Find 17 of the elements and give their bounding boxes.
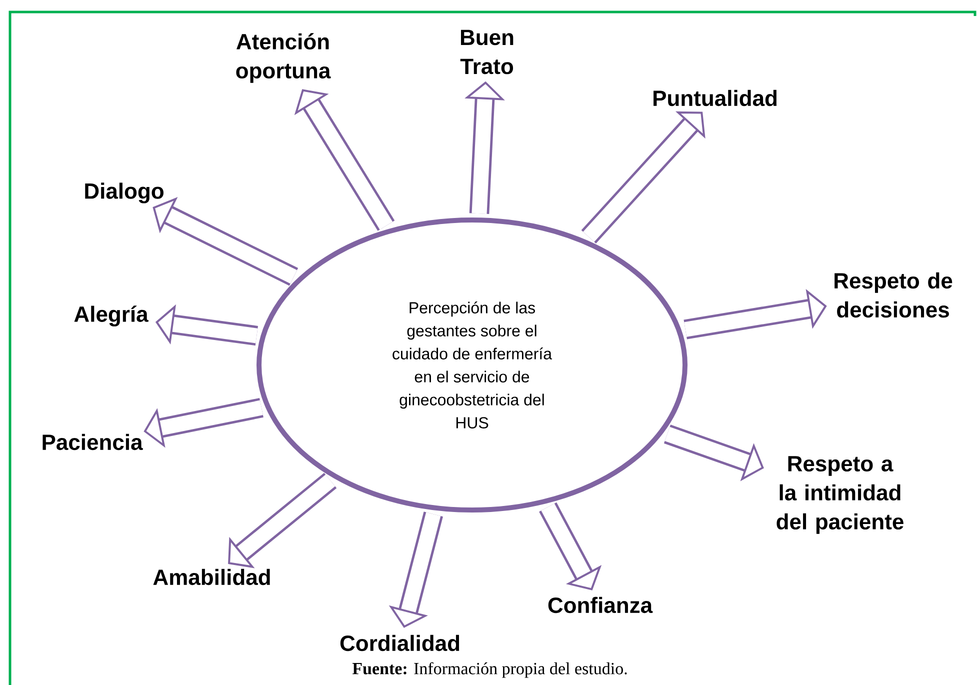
category-label: Atención oportuna (236, 33, 331, 83)
category-label: Respeto a la intimidad del paciente (776, 456, 904, 534)
category-label: Puntualidad (654, 90, 777, 106)
block-arrow (581, 111, 706, 244)
category-label: Confianza (548, 596, 653, 614)
caption: Fuente: Información propia del estudio. (352, 662, 627, 678)
category-label: Buen Trato (460, 30, 514, 74)
category-label: Dialogo (85, 182, 164, 204)
block-arrow (684, 289, 827, 340)
category-label: Paciencia (42, 434, 143, 450)
block-arrow (228, 472, 337, 568)
category-label: Amabilidad (153, 568, 270, 586)
category-label: Respeto de decisiones (834, 272, 952, 318)
block-arrow (294, 89, 395, 231)
category-label: Cordialidad (340, 634, 460, 652)
block-arrow (539, 502, 602, 590)
category-label: Alegría (74, 306, 148, 326)
